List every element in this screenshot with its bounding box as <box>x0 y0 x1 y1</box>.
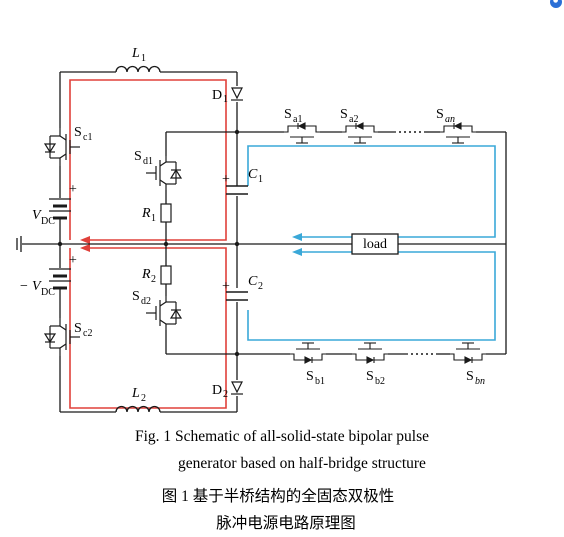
switch-sd1 <box>146 156 183 190</box>
c1-label: C <box>248 167 258 182</box>
l1-label: L <box>131 46 140 61</box>
blue-current-path <box>247 145 496 341</box>
vdc-upper-plus: + <box>69 182 77 197</box>
l2-label: L <box>131 386 140 401</box>
switch-sa2 <box>342 122 378 144</box>
r1-label: R <box>141 206 151 221</box>
main-wiring <box>22 71 507 413</box>
san-label: S <box>436 107 444 122</box>
dc-source-lower <box>49 268 71 290</box>
sbn-label: S <box>466 369 474 384</box>
c1-sub: 1 <box>258 174 263 185</box>
vdc-lower-label: V <box>32 279 42 294</box>
vdc-upper-label: V <box>32 208 42 223</box>
r1-sub: 1 <box>151 213 156 224</box>
sc1-label: S <box>74 125 82 140</box>
load-box <box>351 233 399 255</box>
sa1-label: S <box>284 107 292 122</box>
sc2-sub: c2 <box>83 328 92 339</box>
caption-line-3: 图 1 基于半桥结构的全固态双极性 <box>161 488 395 505</box>
capacitor-c2 <box>226 291 248 301</box>
ground-icon <box>16 236 22 252</box>
c2-plus: + <box>222 279 230 294</box>
sb1-label: S <box>306 369 314 384</box>
resistor-r2 <box>160 265 172 285</box>
red-arrow-icon <box>80 236 90 252</box>
sd2-label: S <box>132 289 140 304</box>
sd1-sub: d1 <box>143 156 153 167</box>
diode-d1 <box>231 87 243 101</box>
sb2-sub: b2 <box>375 376 385 387</box>
dots-bottom <box>411 353 433 355</box>
caption-line-4: 脉冲电源电路原理图 <box>216 515 356 532</box>
l1-sub: 1 <box>141 53 146 64</box>
d1-label: D <box>212 88 222 103</box>
sa1-sub: a1 <box>293 114 302 125</box>
switch-sa1 <box>284 122 320 144</box>
switch-sbn <box>450 342 486 364</box>
vdc-lower-minus: − <box>20 279 28 294</box>
vdc-upper-sub: DC <box>41 216 55 227</box>
vdc-lower-sub: DC <box>41 287 55 298</box>
d2-sub: 2 <box>223 389 228 400</box>
diode-d2 <box>231 381 243 395</box>
switch-sc1 <box>43 128 80 166</box>
switch-sb1 <box>290 342 326 364</box>
red-current-path <box>69 79 227 409</box>
resistor-r1 <box>160 203 172 223</box>
load-label: load <box>363 237 387 252</box>
sb1-sub: b1 <box>315 376 325 387</box>
blue-arrow-icon <box>292 233 302 256</box>
sbn-sub: bn <box>475 376 485 387</box>
c2-sub: 2 <box>258 281 263 292</box>
corner-badge-icon: ● <box>550 0 562 8</box>
l2-sub: 2 <box>141 393 146 404</box>
c1-plus: + <box>222 172 230 187</box>
sd2-sub: d2 <box>141 296 151 307</box>
switch-sc2 <box>43 318 80 356</box>
vdc-lower-plus: + <box>69 253 77 268</box>
r2-sub: 2 <box>151 274 156 285</box>
caption-line-2: generator based on half-bridge structure <box>178 455 426 472</box>
switch-san <box>440 122 476 144</box>
caption-line-1: Fig. 1 Schematic of all-solid-state bipo… <box>134 428 429 445</box>
switch-sd2 <box>146 296 183 330</box>
sa2-label: S <box>340 107 348 122</box>
dots-top <box>399 131 421 133</box>
sa2-sub: a2 <box>349 114 358 125</box>
sb2-label: S <box>366 369 374 384</box>
c2-label: C <box>248 274 258 289</box>
d2-label: D <box>212 383 222 398</box>
inductor-l1 <box>115 65 161 73</box>
r2-label: R <box>141 267 151 282</box>
junction-dots <box>57 129 240 357</box>
sc2-label: S <box>74 321 82 336</box>
switch-sb2 <box>352 342 388 364</box>
inductor-l2 <box>115 405 161 413</box>
d1-sub: 1 <box>223 94 228 105</box>
capacitor-c1 <box>226 185 248 195</box>
sd1-label: S <box>134 149 142 164</box>
san-sub: an <box>445 114 455 125</box>
dc-source-upper <box>49 198 71 220</box>
sc1-sub: c1 <box>83 132 92 143</box>
